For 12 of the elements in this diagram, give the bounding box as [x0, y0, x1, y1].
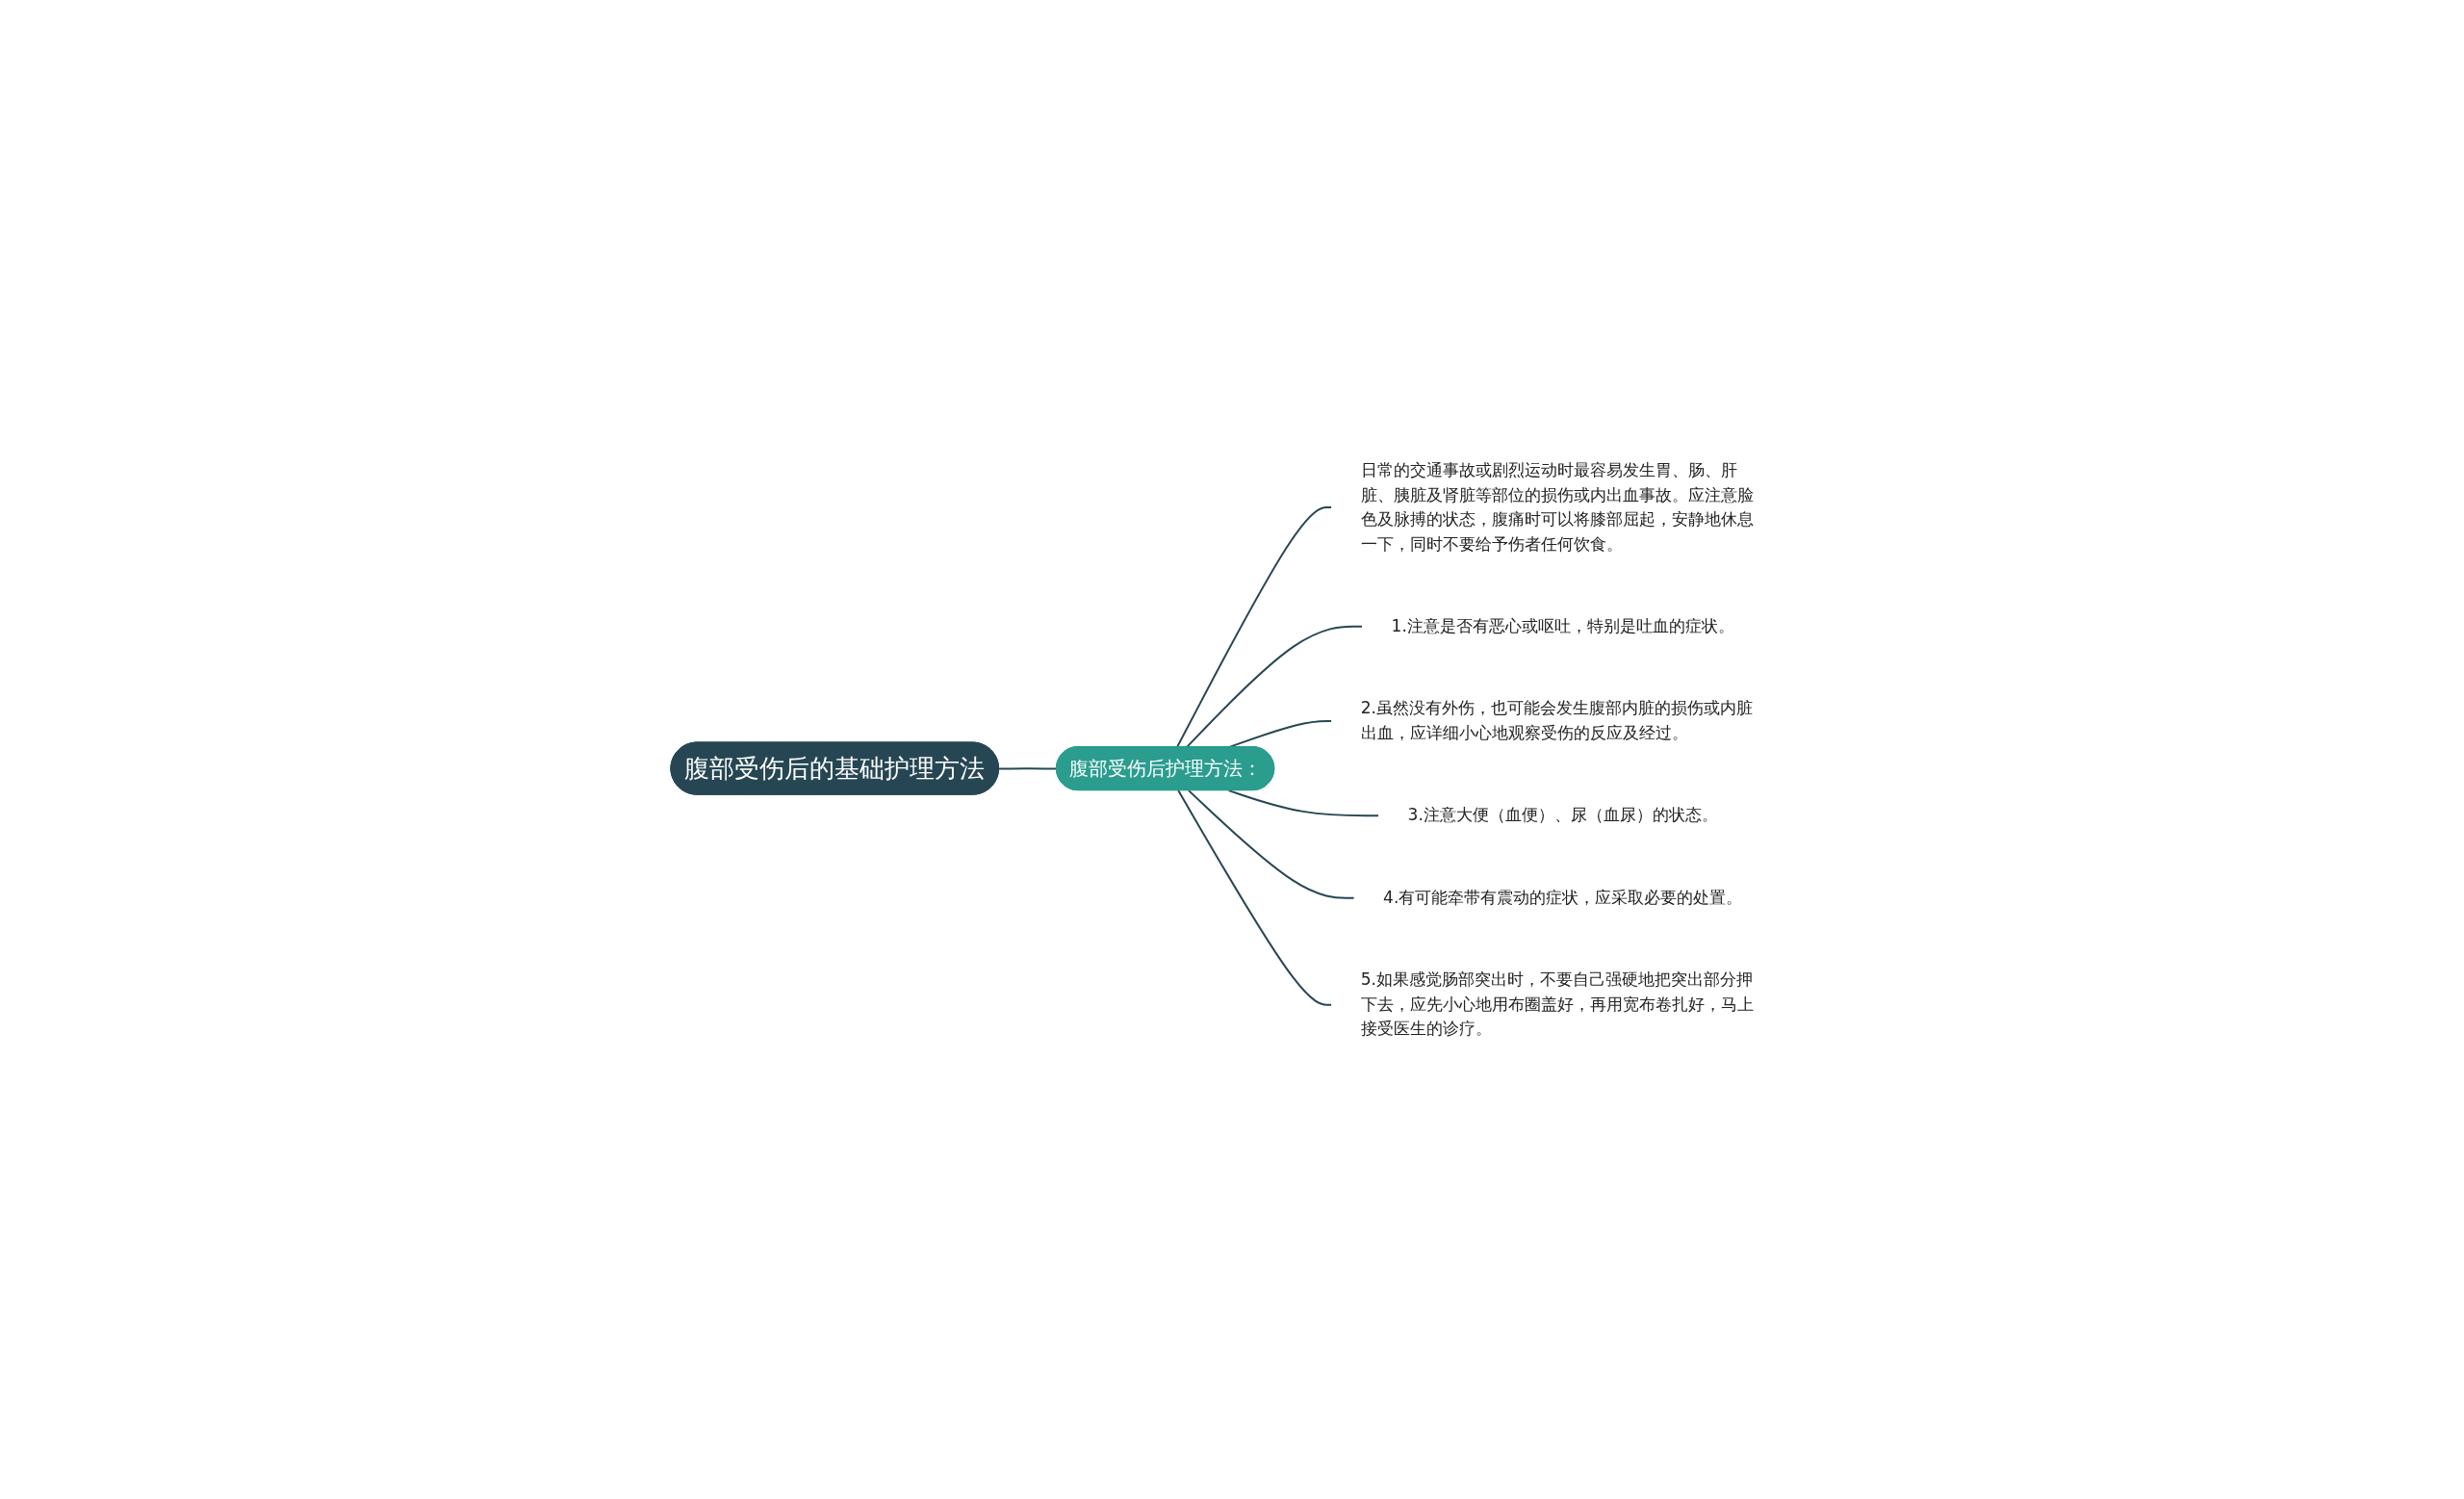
- node-text: 2.虽然没有外伤，也可能会发生腹部内脏的损伤或内脏出血，应详细小心地观察受伤的反应及经过。: [1360, 697, 1753, 742]
- connector: [1176, 788, 1333, 1006]
- node-text: 1.注意是否有恶心或呕吐，特别是吐血的症状。: [1391, 615, 1734, 635]
- connector: [997, 766, 1058, 770]
- node-text: 日常的交通事故或剧烈运动时最容易发生胃、肠、肝脏、胰脏及肾脏等部位的损伤或内出血事故。应注意脸色及脉搏的状态，腹痛时可以将膝部屈起，安静地休息一下，同时不要给予伤者任何饮食。: [1360, 459, 1754, 553]
- connector: [1227, 788, 1380, 816]
- node-text: 3.注意大便（血便）、尿（血尿）的状态。: [1407, 804, 1718, 824]
- connector: [1175, 505, 1333, 748]
- connector: [1185, 625, 1364, 748]
- connector: [1187, 788, 1355, 899]
- node-text: 5.如果感觉肠部突出时，不要自己强硬地把突出部分押下去，应先小心地用布圈盖好，再用宽布卷扎好，马上接受医生的诊疗。: [1360, 969, 1754, 1038]
- node-text: 4.有可能牵带有震动的症状，应采取必要的处置。: [1382, 887, 1742, 907]
